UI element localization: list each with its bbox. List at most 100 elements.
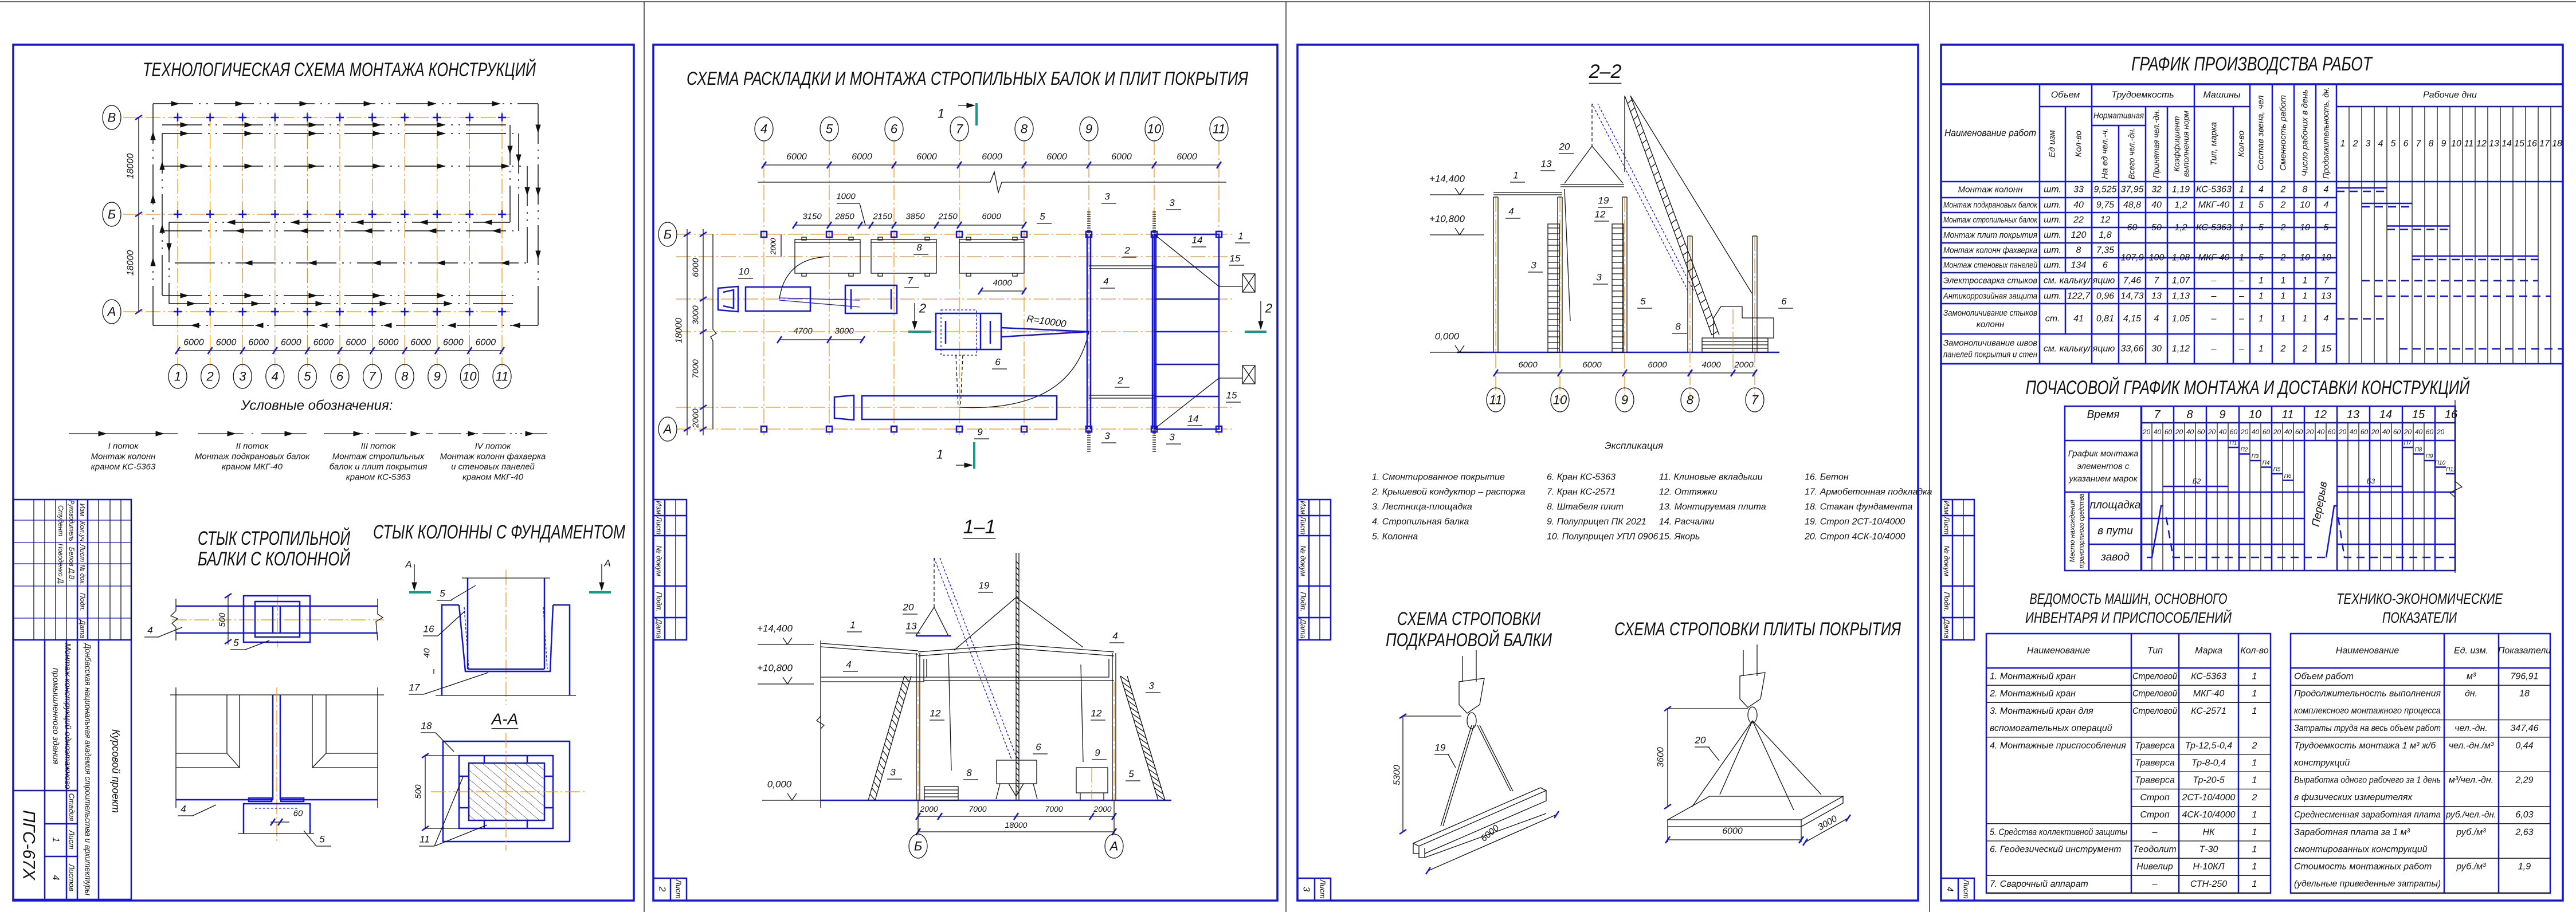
- level-mark: [1459, 345, 1465, 353]
- col-axis-label: 6: [336, 369, 344, 384]
- boom-lattice: [1633, 115, 1638, 120]
- axis-bubble: [297, 364, 317, 389]
- flow-arrow-icon: [500, 260, 509, 266]
- ladder-rung: [1146, 762, 1156, 770]
- column-square: [1020, 425, 1028, 433]
- cell-duration: 4: [2324, 185, 2329, 195]
- explication-item: 9. Полуприцеп ПК 2021: [1547, 517, 1646, 527]
- cell-crew: 1: [2259, 276, 2264, 286]
- axis-bubble: [330, 364, 350, 389]
- machine-brand: Тр-12,5-0,4: [2185, 741, 2232, 750]
- flow-arrow-icon: [535, 187, 541, 196]
- callout-number: 5: [233, 638, 239, 648]
- minute-label: 20: [2436, 428, 2445, 436]
- cell-crew: 5: [2259, 223, 2264, 233]
- line: [1805, 817, 1849, 843]
- cell-machine: –: [2211, 314, 2217, 324]
- axis-bubble: [428, 364, 447, 389]
- embedded-plate: [248, 797, 273, 803]
- axis-bubble: [1680, 387, 1700, 412]
- day-number: 11: [2464, 139, 2474, 149]
- callout-number: 6: [1781, 296, 1787, 307]
- explication-item: 11. Клиновые вкладыши: [1659, 473, 1763, 482]
- boom-lattice: [1659, 187, 1665, 192]
- column-cap: [242, 595, 311, 643]
- stamp-label: Дата: [1299, 618, 1308, 638]
- mast-lattice: [1015, 664, 1020, 668]
- section-title: А-А: [491, 710, 519, 728]
- cell-machine_qty: 1: [2239, 223, 2244, 233]
- level-label: 0,000: [767, 779, 792, 790]
- line: [1154, 234, 1220, 287]
- cell-norm_per_unit: 7,35: [2096, 246, 2114, 255]
- minute-label: 20: [2404, 428, 2412, 436]
- col-axis-label: 4: [272, 369, 279, 384]
- indicator-value: 0,44: [2515, 741, 2533, 750]
- flow-arrow-icon: [171, 101, 180, 107]
- machine-name: 1. Монтажный кран: [1990, 672, 2076, 682]
- cell-duration: 10: [2321, 253, 2331, 263]
- crane-runway-beam: [1412, 787, 1547, 858]
- flow-arrow-icon: [166, 243, 172, 252]
- cell-crew: 5: [2259, 253, 2264, 263]
- rect: [848, 237, 854, 241]
- anchor-box: [1242, 365, 1256, 384]
- boom-lattice: [1697, 290, 1703, 296]
- bay-dimension: 6000: [916, 152, 937, 162]
- callout-number: 2: [1124, 245, 1130, 256]
- mast-lattice: [1015, 572, 1020, 576]
- ladder-rung: [1124, 688, 1134, 695]
- day-number: 13: [2489, 139, 2499, 149]
- flow-arrow-icon: [379, 301, 389, 306]
- mast-lattice: [1015, 607, 1020, 611]
- level-mark: [1454, 345, 1460, 353]
- ladder-rung: [1137, 732, 1147, 739]
- bay-dimension: 6000: [346, 338, 366, 348]
- foundation-glass: [441, 604, 571, 695]
- mast-lattice: [1015, 567, 1020, 571]
- level-label: +10,800: [757, 663, 793, 674]
- bay-dimension: 6000: [216, 338, 237, 348]
- legend-text: IV поток: [475, 442, 512, 451]
- cell-shifts: 2: [2280, 223, 2286, 233]
- mast-lattice: [1015, 721, 1020, 725]
- flow-arrow-icon: [251, 301, 260, 306]
- callout-number: 10: [739, 266, 750, 277]
- legend-arrow-icon: [284, 431, 293, 437]
- cell-crew: 1: [2259, 344, 2264, 354]
- mast-lattice: [1015, 750, 1020, 754]
- machine-type: Строп: [2140, 810, 2170, 820]
- dimension-tick: [272, 347, 278, 355]
- minute-label: 60: [2328, 428, 2336, 436]
- element-mark: П4: [2263, 460, 2270, 466]
- callout-number: 12: [1595, 209, 1606, 220]
- machine-name: 3. Монтажный кран для: [1990, 706, 2093, 716]
- sling-leg: [1752, 720, 1822, 795]
- cell-duration: 15: [2321, 344, 2331, 354]
- work-name: Замоноличивание стыков: [1943, 308, 2037, 318]
- boom-lattice: [1630, 107, 1636, 112]
- sheet-number: 1: [51, 838, 61, 843]
- indicator-value: 1,9: [2518, 862, 2531, 872]
- header-machines: Машины: [2203, 91, 2240, 100]
- mast-lattice: [1015, 612, 1020, 616]
- cell-qty: 40: [2073, 201, 2084, 210]
- title-block-name: Белов Д.В.: [68, 547, 76, 581]
- col-axis-label: 9: [434, 369, 441, 384]
- rect: [966, 273, 971, 277]
- calc-reference: см. калькуляцию: [2044, 276, 2115, 286]
- flow-arrow-icon: [254, 323, 264, 328]
- table-break-line: [2449, 400, 2463, 573]
- level-label: +14,400: [1429, 174, 1465, 184]
- cell-machine: КС-5363: [2196, 223, 2232, 233]
- machine-qty: 1: [2252, 862, 2257, 872]
- dimension-tick: [859, 336, 866, 344]
- cell-unit: шт.: [2044, 201, 2061, 210]
- axis-bubble: [754, 116, 774, 141]
- rect: [966, 237, 971, 241]
- cell-machine: –: [2211, 292, 2217, 301]
- hour-label: 13: [2347, 408, 2359, 421]
- element-mark: П3: [2252, 454, 2259, 460]
- line: [450, 585, 476, 601]
- dimension-tick: [936, 812, 943, 820]
